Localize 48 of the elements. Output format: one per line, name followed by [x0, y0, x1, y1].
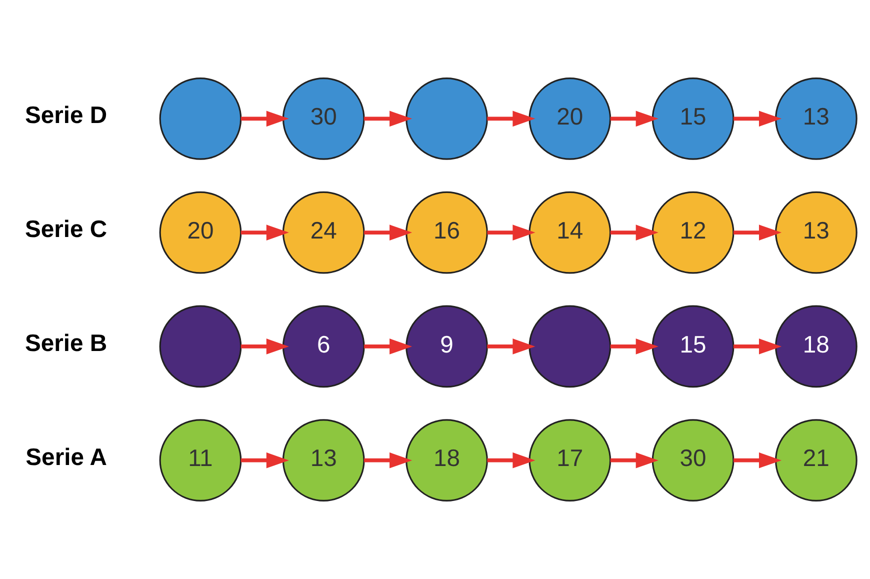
label: Serie B	[24, 330, 107, 357]
arrow	[364, 452, 412, 468]
arrow	[240, 110, 288, 127]
arrow	[486, 452, 535, 468]
arrow	[364, 110, 412, 127]
label: Serie A	[25, 444, 106, 471]
arrow	[486, 224, 535, 240]
arrow	[610, 452, 658, 468]
arrow	[364, 338, 412, 354]
node-circle: 24	[282, 191, 364, 274]
arrow	[240, 224, 288, 240]
node-circle: 15	[651, 78, 734, 160]
node-circle: 18	[774, 305, 857, 388]
node-circle: 12	[651, 191, 734, 274]
node-circle: 17	[528, 419, 611, 502]
label: Serie C	[24, 216, 107, 244]
node-circle: 16	[405, 191, 488, 274]
arrow	[610, 110, 658, 127]
node-circle	[158, 305, 242, 388]
node-circle: 30	[651, 419, 734, 502]
node-circle: 6	[282, 305, 364, 388]
node-circle: 13	[774, 191, 857, 274]
arrow	[733, 224, 782, 240]
arrow	[486, 338, 535, 354]
node-circle: 21	[774, 419, 857, 502]
node-circle: 30	[282, 78, 364, 160]
node-circle	[528, 305, 611, 388]
node-circle: 9	[405, 305, 488, 388]
arrow	[733, 338, 782, 354]
node-circle: 13	[774, 78, 857, 160]
node-circle	[405, 78, 488, 160]
node-circle: 13	[282, 419, 364, 502]
label: Serie D	[24, 102, 107, 130]
node-circle	[158, 78, 242, 160]
node-circle: 14	[528, 191, 611, 274]
arrow	[486, 110, 535, 127]
arrow	[240, 452, 288, 468]
node-circle: 11	[158, 419, 242, 502]
arrow	[733, 452, 782, 468]
arrow	[733, 110, 782, 127]
arrow	[240, 338, 288, 354]
arrow	[364, 224, 412, 240]
node-circle: 20	[528, 78, 611, 160]
node-circle: 20	[158, 191, 242, 274]
node-circle: 15	[651, 305, 734, 388]
arrow	[610, 338, 658, 354]
arrow	[610, 224, 658, 240]
node-circle: 18	[405, 419, 488, 502]
